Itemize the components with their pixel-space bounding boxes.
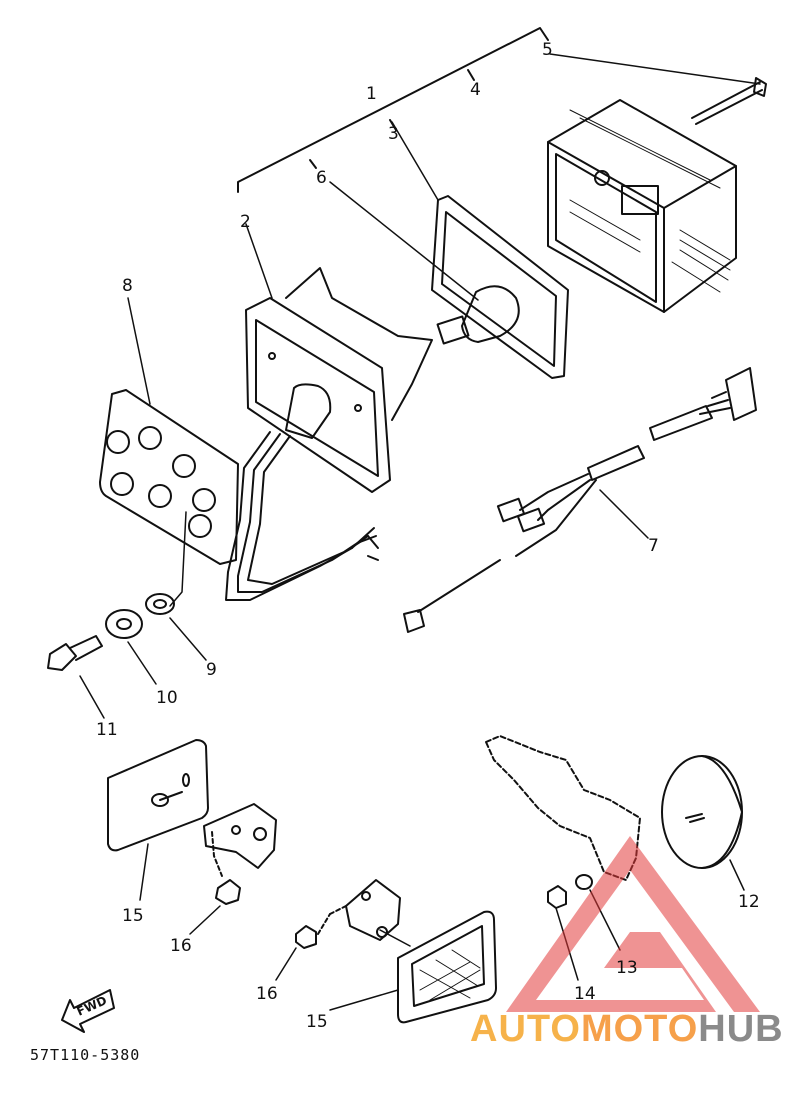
- mounting-plate: [99, 297, 239, 565]
- callout-7: 7: [648, 536, 659, 556]
- grommet-10: [105, 609, 157, 685]
- callout-16-right: 16: [256, 984, 278, 1004]
- callout-3: 3: [388, 124, 399, 144]
- callout-4: 4: [470, 80, 481, 100]
- brand-part-auto: AUTO: [470, 1008, 581, 1050]
- callout-5: 5: [542, 40, 553, 60]
- bulb: [329, 181, 520, 345]
- callout-11: 11: [96, 720, 118, 740]
- round-reflector: [661, 755, 745, 891]
- lens-texture: [569, 109, 731, 293]
- watermark-brand: AUTOMOTOHUB: [470, 1008, 784, 1051]
- callout-6: 6: [316, 168, 327, 188]
- brand-part-hub: HUB: [698, 1008, 784, 1050]
- bracket-left: [203, 803, 277, 877]
- nut-16-left: [189, 879, 241, 935]
- tail-lens: [547, 99, 737, 313]
- callout-14: 14: [574, 984, 596, 1004]
- gasket: [391, 121, 569, 379]
- nut-16-right: [275, 913, 331, 981]
- assembly-bracket: [237, 27, 549, 193]
- callout-15-right: 15: [306, 1012, 328, 1032]
- fwd-arrow-icon: [61, 989, 115, 1033]
- reflector-left: [107, 739, 209, 901]
- brand-part-moto: MOTO: [580, 1008, 699, 1050]
- long-screw: [549, 53, 767, 125]
- callout-13: 13: [616, 958, 638, 978]
- bolt-11: [47, 635, 105, 719]
- callout-8: 8: [122, 276, 133, 296]
- callout-16-left: 16: [170, 936, 192, 956]
- wire-cable: [403, 367, 757, 633]
- callout-9: 9: [206, 660, 217, 680]
- lamp-housing: [245, 223, 433, 493]
- watermark-logo-icon: [506, 836, 760, 1012]
- callout-1: 1: [366, 84, 377, 104]
- callout-12: 12: [738, 892, 760, 912]
- part-code: 57T110-5380: [30, 1046, 141, 1064]
- housing-wires: [225, 431, 379, 601]
- callout-10: 10: [156, 688, 178, 708]
- washer-9: [145, 511, 207, 661]
- bracket-right: [329, 879, 411, 947]
- callout-2: 2: [240, 212, 251, 232]
- reflector-right: [329, 910, 497, 1024]
- callout-15-left: 15: [122, 906, 144, 926]
